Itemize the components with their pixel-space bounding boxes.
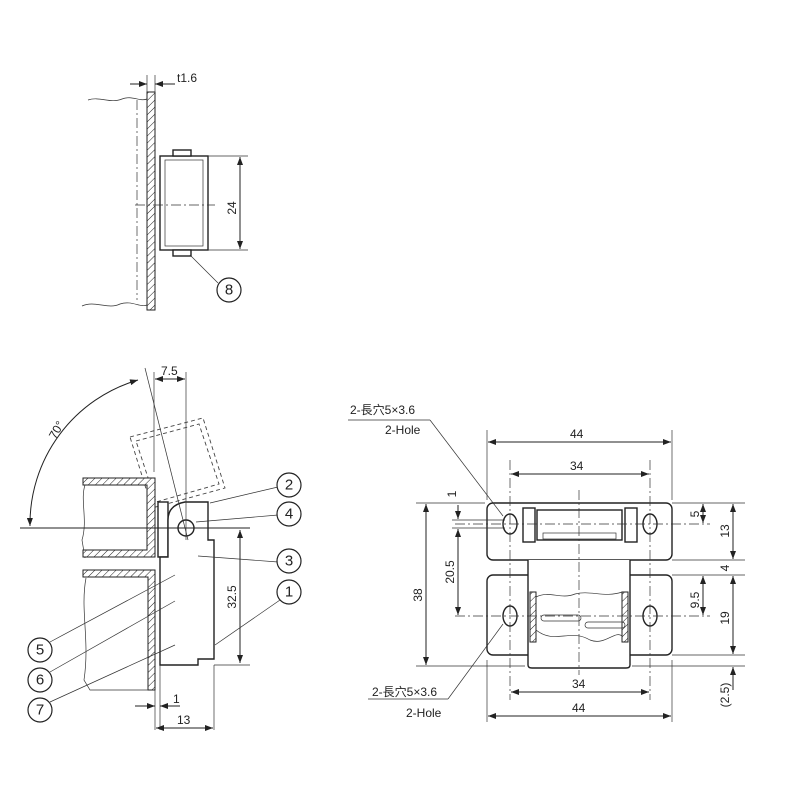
svg-text:1: 1: [285, 584, 293, 601]
svg-text:5: 5: [36, 642, 44, 659]
hole-9-5-label: 9.5: [688, 591, 702, 608]
slot-5-label: 5: [688, 510, 702, 517]
angle-70-label: 70°: [46, 418, 67, 441]
depth-13-label: 13: [177, 713, 191, 727]
plate-19-label: 19: [718, 611, 732, 625]
svg-text:6: 6: [36, 672, 44, 689]
protrusion-2-5-label: (2.5): [718, 683, 732, 708]
hole-note-bottom-jp: 2-長穴5×3.6: [372, 684, 437, 699]
height-24-label: 24: [225, 201, 239, 215]
pitch-34-bottom-label: 34: [572, 677, 586, 691]
thickness-label: t1.6: [177, 71, 197, 85]
balloon-5: 5: [27, 637, 53, 663]
balloon-6: 6: [27, 667, 53, 693]
hole-note-top-en: 2-Hole: [385, 423, 421, 437]
height-32-5-label: 32.5: [225, 585, 239, 609]
svg-text:2: 2: [285, 477, 293, 494]
distance-20-5-label: 20.5: [443, 560, 457, 584]
balloon-1: 1: [276, 579, 302, 605]
svg-text:7: 7: [36, 702, 44, 719]
offset-1-label: 1: [445, 490, 459, 497]
balloon-8: [216, 277, 242, 303]
offset-7-5-label: 7.5: [161, 364, 178, 378]
pitch-34-top-label: 34: [570, 459, 584, 473]
gap-1-label: 1: [173, 692, 180, 706]
balloon-8-label: 8: [225, 282, 233, 299]
balloon-4: 4: [276, 501, 302, 527]
balloon-2: 2: [276, 472, 302, 498]
balloon-7: 7: [27, 697, 53, 723]
width-44-bottom-label: 44: [572, 701, 586, 715]
height-38-label: 38: [411, 588, 425, 602]
hole-note-top-jp: 2-長穴5×3.6: [350, 402, 415, 417]
front-view: 44 34 34 44 38 1 20.5 5 13 4 9.5 19 (2.5…: [348, 402, 745, 722]
side-view: 7.5 70° 32.5 1 13 2 4 3 1 5 6 7: [20, 364, 302, 731]
plate-13-label: 13: [718, 524, 732, 538]
svg-text:3: 3: [285, 553, 293, 570]
balloon-3: 3: [276, 548, 302, 574]
hole-note-bottom-en: 2-Hole: [406, 706, 442, 720]
svg-text:4: 4: [285, 506, 293, 523]
width-44-top-label: 44: [570, 427, 584, 441]
top-view: t1.6 24 8: [81, 71, 248, 311]
gap-4-label: 4: [718, 564, 732, 571]
